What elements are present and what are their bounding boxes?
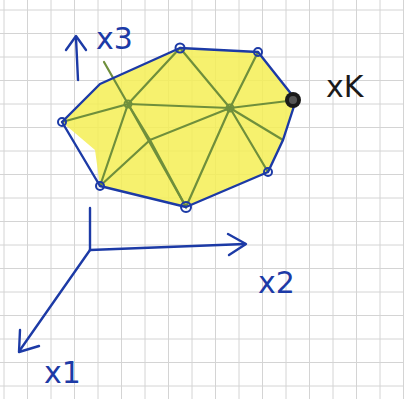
hull-outline bbox=[62, 48, 296, 207]
highlight-fill bbox=[62, 48, 296, 207]
triangulation-edges bbox=[62, 48, 296, 207]
axis-label: x2 bbox=[258, 268, 295, 298]
coordinate-axes bbox=[19, 36, 246, 352]
point-xk-core bbox=[289, 96, 297, 104]
axis-label: x1 bbox=[44, 358, 81, 388]
vertex-marks bbox=[58, 44, 272, 213]
point-label: xK bbox=[326, 72, 363, 102]
axis-label: x3 bbox=[96, 24, 133, 54]
point-xk bbox=[285, 92, 301, 108]
